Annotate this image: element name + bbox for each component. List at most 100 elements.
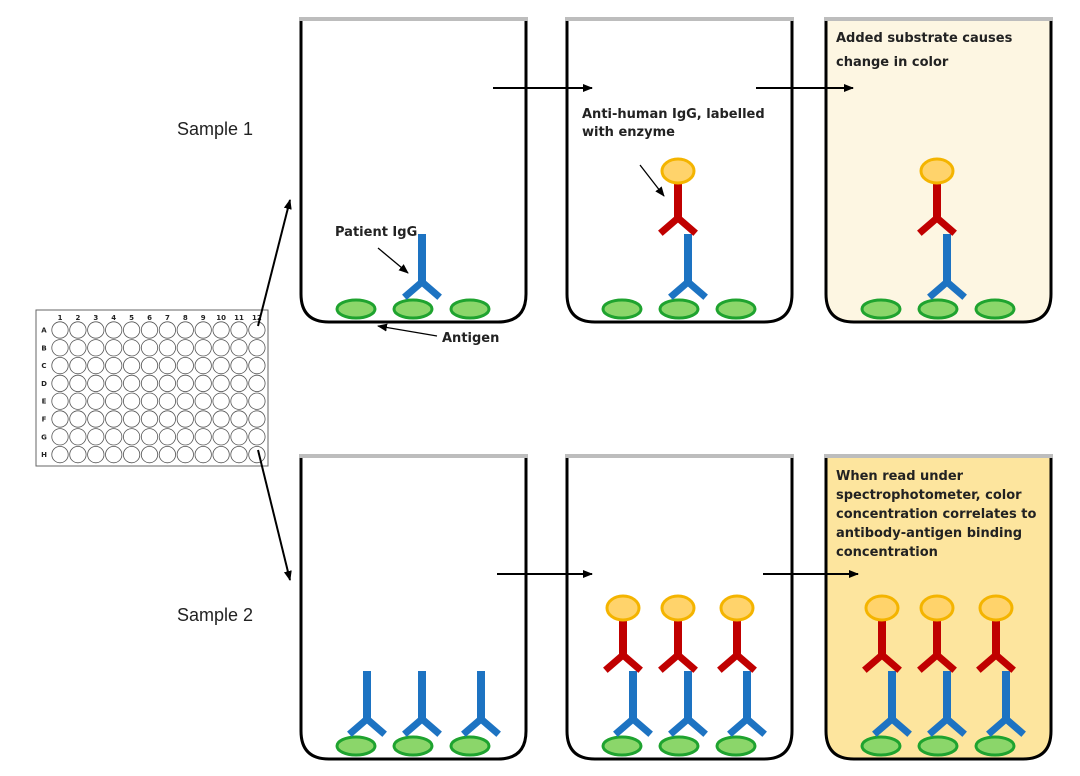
plate-well <box>230 321 248 339</box>
plate-well <box>51 428 69 446</box>
plate-well <box>158 410 176 428</box>
plate-well <box>230 339 248 357</box>
plate-well <box>69 410 87 428</box>
plate-well <box>176 428 194 446</box>
patient-igg-arm <box>628 714 653 737</box>
arrow-plate-to-sample-1 <box>257 199 292 327</box>
plate-row-label: G <box>41 433 47 441</box>
patient-igg-arm <box>742 714 767 737</box>
plate-well <box>248 410 266 428</box>
patient-igg-arm <box>942 714 967 737</box>
plate-well <box>87 356 105 375</box>
plate-column-label: 2 <box>75 314 80 322</box>
pointer-anti-human-igg <box>639 164 665 197</box>
plate-well <box>230 410 248 428</box>
plate-well <box>87 392 105 410</box>
antigen-mark <box>392 298 434 320</box>
anti-human-igg-arm <box>991 650 1016 673</box>
plate-well <box>248 356 266 375</box>
plate-well <box>51 445 69 464</box>
plate-well <box>51 356 69 375</box>
well-row2-stage3 <box>824 454 1053 761</box>
plate-well <box>105 392 123 410</box>
pointer-patient-igg <box>377 247 409 274</box>
enzyme-mark <box>605 594 641 622</box>
plate-well <box>87 445 105 464</box>
well-row2-stage2 <box>565 454 794 761</box>
plate-well <box>230 392 248 410</box>
plate-well <box>51 392 69 410</box>
plate-well <box>105 445 123 464</box>
plate-well <box>123 445 141 464</box>
antigen-mark <box>449 298 491 320</box>
antigen-mark <box>601 298 643 320</box>
well-row1-stage2 <box>565 17 794 324</box>
anti-human-igg-arm <box>932 213 957 236</box>
well-outline <box>299 457 528 761</box>
plate-well <box>248 374 266 392</box>
plate-well <box>158 356 176 375</box>
plate-well <box>194 428 212 446</box>
patient-igg-arm <box>887 714 912 737</box>
plate-well <box>123 392 141 410</box>
antigen-mark <box>860 298 902 320</box>
well-fill <box>301 457 526 759</box>
plate-well <box>87 339 105 357</box>
arrow-plate-to-sample-2 <box>257 449 292 581</box>
plate-row-label: C <box>41 362 46 370</box>
plate-well <box>176 445 194 464</box>
antigen-mark <box>917 735 959 757</box>
plate-column-label: 3 <box>93 314 98 322</box>
anti-human-igg-arm <box>732 650 757 673</box>
enzyme-mark <box>978 594 1014 622</box>
plate-well <box>87 428 105 446</box>
plate-well <box>123 356 141 375</box>
plate-well <box>51 410 69 428</box>
plate-well <box>105 410 123 428</box>
anti-human-igg-arm <box>932 650 957 673</box>
plate-well <box>212 445 230 464</box>
plate-row-label: H <box>41 451 47 459</box>
plate-well <box>69 374 87 392</box>
anti-human-igg-arm <box>673 213 698 236</box>
well-outline <box>824 20 1053 324</box>
patient-igg-arm <box>417 714 442 737</box>
plate-well <box>69 445 87 464</box>
plate-column-label: 6 <box>147 314 152 322</box>
plate-well <box>123 321 141 339</box>
plate-well <box>230 356 248 375</box>
plate-well <box>212 339 230 357</box>
plate-well <box>194 410 212 428</box>
antigen-mark <box>860 735 902 757</box>
plate-well <box>194 339 212 357</box>
plate-well <box>176 374 194 392</box>
well-fill <box>301 20 526 322</box>
plate-well <box>212 356 230 375</box>
antigen-mark <box>392 735 434 757</box>
antigen-mark <box>658 298 700 320</box>
sample-1-label: Sample 1 <box>177 119 253 139</box>
antigen-mark <box>974 735 1016 757</box>
plate-well <box>230 445 248 464</box>
plate-well <box>194 374 212 392</box>
plate-well <box>212 410 230 428</box>
plate-well <box>105 428 123 446</box>
plate-well <box>248 428 266 446</box>
plate-well <box>230 374 248 392</box>
plate-well <box>212 428 230 446</box>
anti-human-igg-arm <box>618 650 643 673</box>
well-row2-stage1 <box>299 454 528 761</box>
plate-well <box>69 356 87 375</box>
plate-well <box>176 321 194 339</box>
plate-well <box>140 392 159 410</box>
antigen-mark <box>715 298 757 320</box>
well-outline <box>824 457 1053 761</box>
plate-well <box>194 392 212 410</box>
plate-well <box>140 428 159 446</box>
patient-igg-arm <box>942 277 967 300</box>
plate-well <box>87 410 105 428</box>
enzyme-mark <box>919 594 955 622</box>
patient-igg-arm <box>1001 714 1026 737</box>
plate-well <box>69 339 87 357</box>
